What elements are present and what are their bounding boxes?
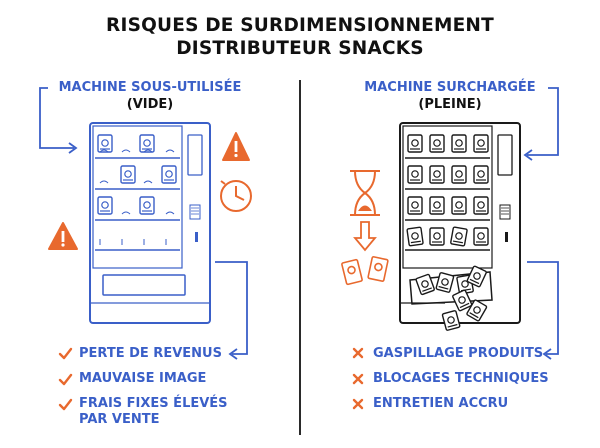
left-risk-list: PERTE DE REVENUS MAUVAISE IMAGE FRAIS FI… <box>79 346 269 437</box>
list-item: ENTRETIEN ACCRU <box>373 396 573 412</box>
left-label-subtitle: (VIDE) <box>126 97 174 112</box>
warning-icon <box>48 222 78 250</box>
list-item: PERTE DE REVENUS <box>79 346 269 362</box>
clock-icon <box>220 180 252 212</box>
left-label-title: MACHINE SOUS-UTILISÉE <box>58 80 242 95</box>
left-top-arrow <box>39 87 78 154</box>
down-arrow-icon <box>353 221 377 252</box>
center-divider <box>299 80 301 435</box>
page-title: RISQUES DE SURDIMENSIONNEMENT DISTRIBUTE… <box>0 14 600 60</box>
list-item-text: ENTRETIEN ACCRU <box>373 396 509 411</box>
right-section-label: MACHINE SURCHARGÉE (PLEINE) <box>340 79 560 113</box>
list-item-text: PERTE DE REVENUS <box>79 346 222 361</box>
list-item-text: FRAIS FIXES ÉLEVÉS PAR VENTE <box>79 396 228 427</box>
right-label-title: MACHINE SURCHARGÉE <box>364 80 536 95</box>
title-line-1: RISQUES DE SURDIMENSIONNEMENT <box>106 15 494 36</box>
right-top-arrow <box>523 87 559 161</box>
check-icon <box>58 373 73 386</box>
right-risk-list: GASPILLAGE PRODUITS BLOCAGES TECHNIQUES … <box>373 346 573 421</box>
title-line-2: DISTRIBUTEUR SNACKS <box>176 38 424 59</box>
list-item: BLOCAGES TECHNIQUES <box>373 371 573 387</box>
list-item: FRAIS FIXES ÉLEVÉS PAR VENTE <box>79 396 269 428</box>
left-check-marks <box>58 347 73 411</box>
right-bottom-arrow <box>527 261 559 360</box>
list-item: MAUVAISE IMAGE <box>79 371 269 387</box>
list-item-text: MAUVAISE IMAGE <box>79 371 207 386</box>
left-section-label: MACHINE SOUS-UTILISÉE (VIDE) <box>40 79 260 113</box>
cross-icon <box>352 373 364 385</box>
cross-icon <box>352 347 364 359</box>
list-item-text: BLOCAGES TECHNIQUES <box>373 371 549 386</box>
hourglass-icon <box>350 170 380 216</box>
left-bottom-arrow <box>215 261 248 360</box>
snack-packs-icon <box>341 256 389 286</box>
cross-icon <box>352 398 364 410</box>
full-vending-machine <box>399 122 521 332</box>
right-label-subtitle: (PLEINE) <box>418 97 482 112</box>
check-icon <box>58 347 73 360</box>
right-cross-marks <box>352 347 364 410</box>
empty-vending-machine <box>89 122 211 324</box>
check-icon <box>58 398 73 411</box>
list-item-text: GASPILLAGE PRODUITS <box>373 346 544 361</box>
warning-icon <box>222 132 250 161</box>
list-item: GASPILLAGE PRODUITS <box>373 346 573 362</box>
